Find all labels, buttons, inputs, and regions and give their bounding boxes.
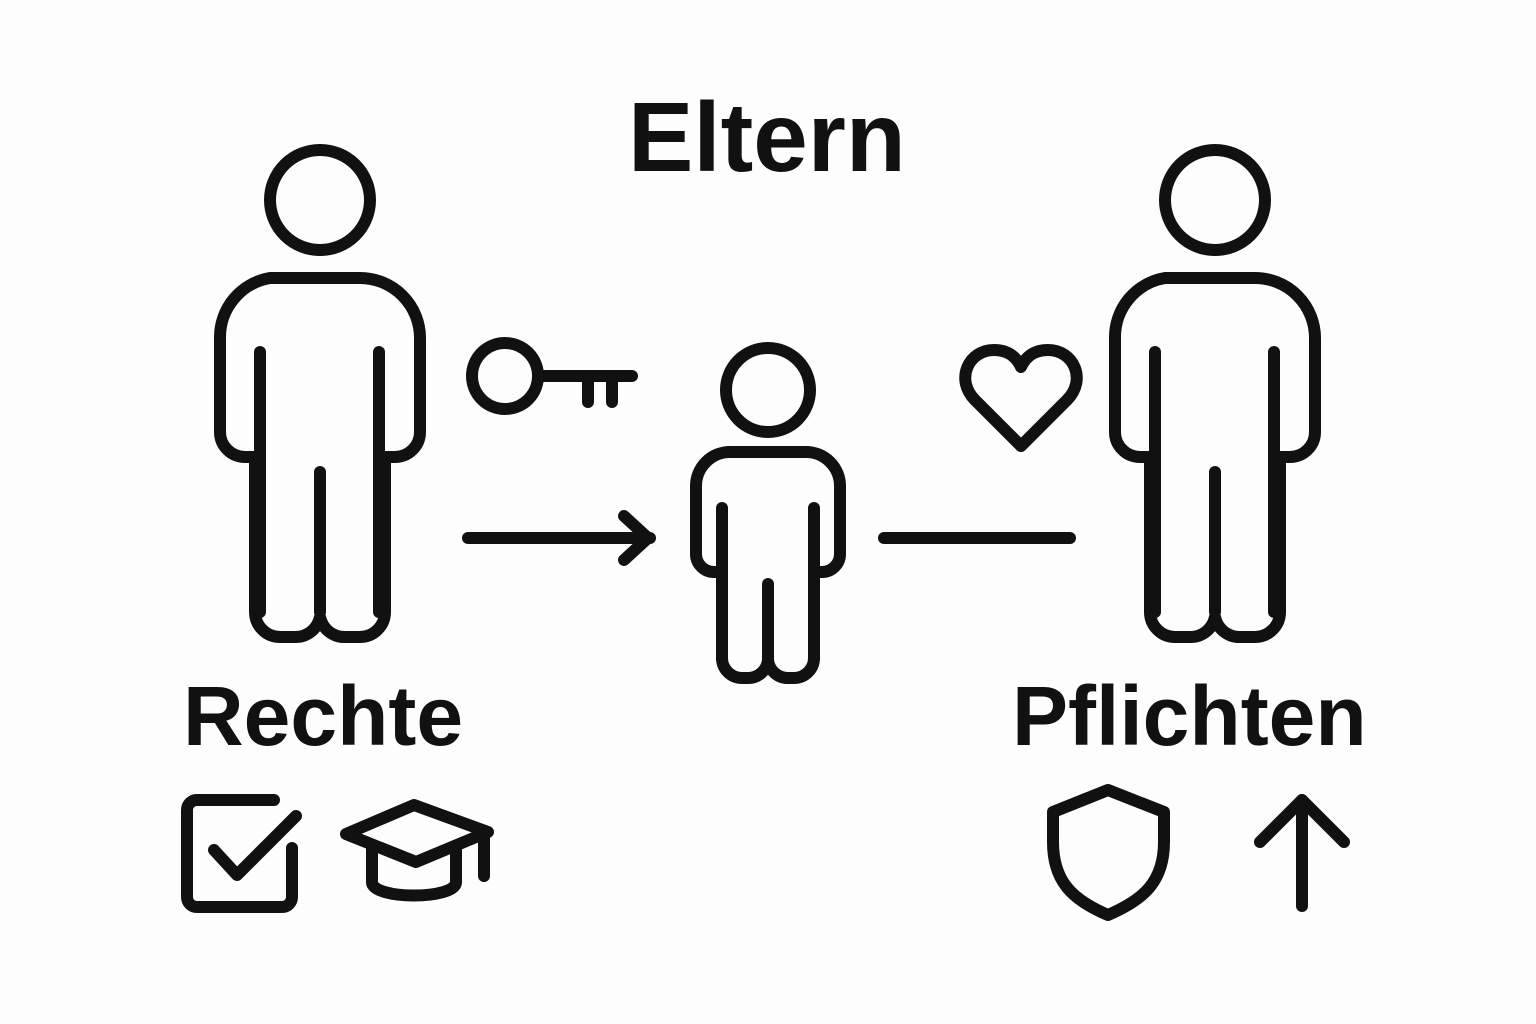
duties-label: Pflichten — [1012, 669, 1367, 763]
arrow-right-icon — [462, 510, 656, 566]
graduation-cap-icon — [340, 799, 494, 902]
shield-icon — [1047, 784, 1170, 921]
right-parent-icon — [1108, 144, 1321, 643]
left-parent-icon — [213, 144, 426, 643]
child-icon — [690, 342, 846, 685]
rights-label: Rechte — [183, 669, 464, 763]
heart-icon — [959, 344, 1083, 452]
up-arrow-icon — [1254, 794, 1350, 912]
diagram-title: Eltern — [628, 82, 906, 192]
key-icon — [466, 337, 638, 415]
checkbox-icon — [181, 794, 302, 913]
